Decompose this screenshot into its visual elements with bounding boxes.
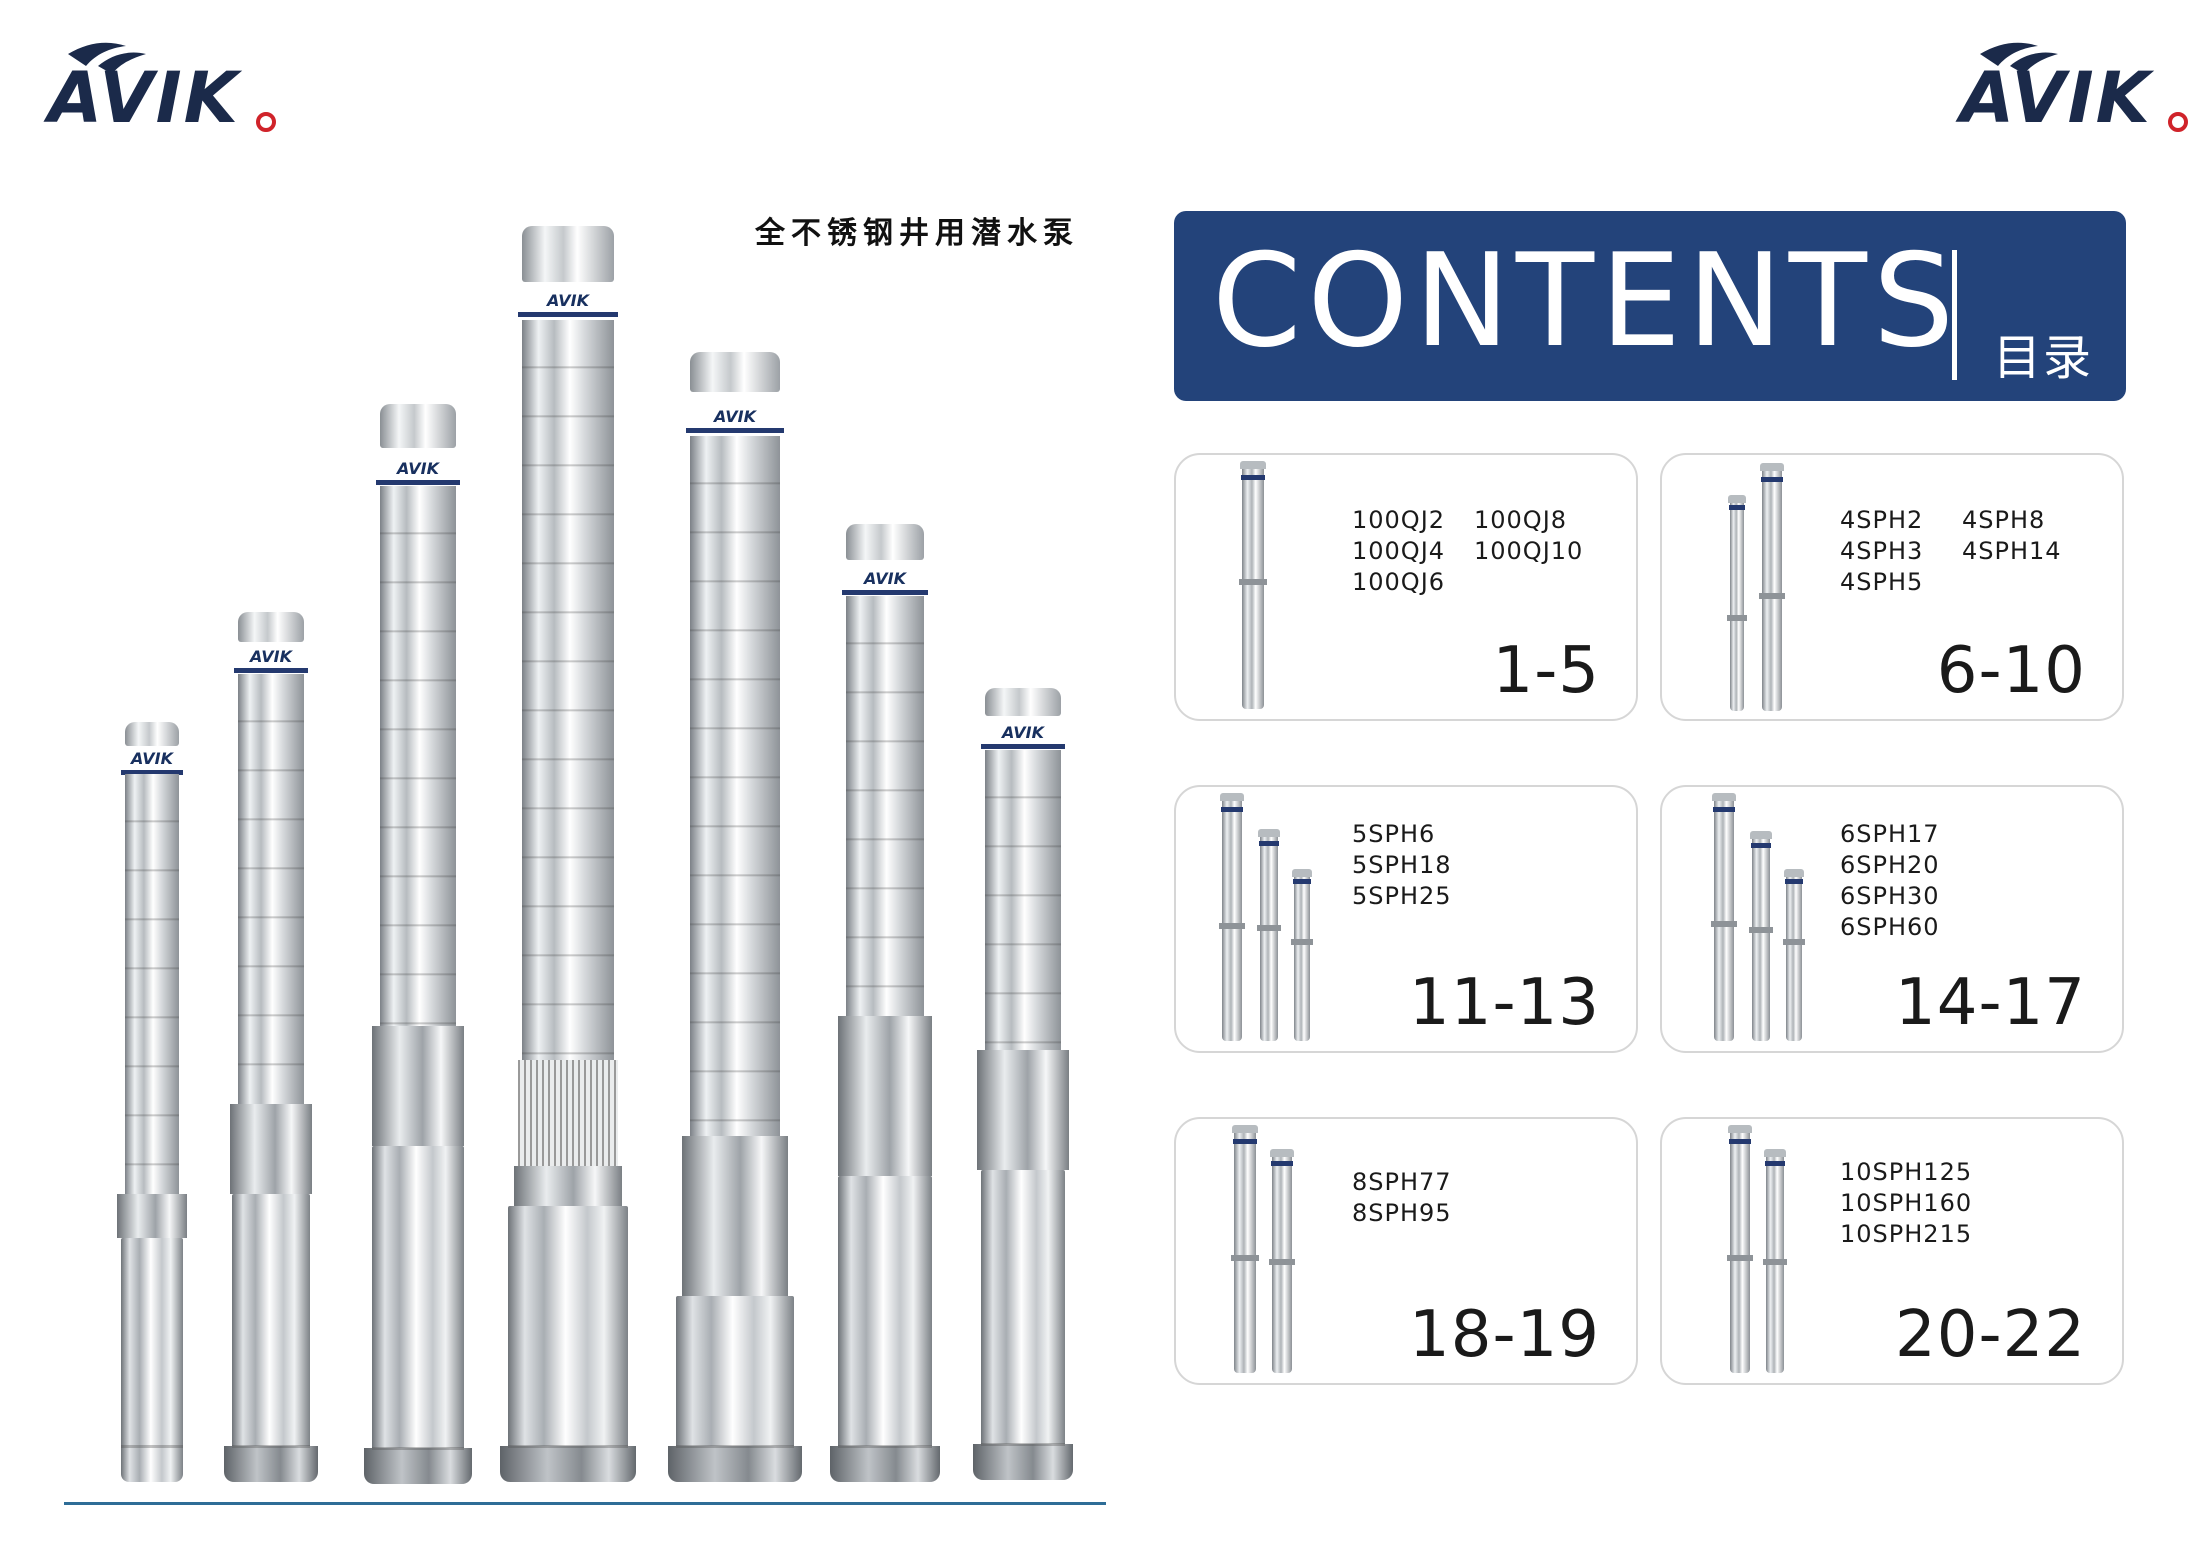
model-list: 6SPH17 6SPH20 6SPH30 6SPH60	[1840, 820, 1940, 941]
pump-thumbnail	[1231, 1125, 1259, 1373]
product-title: 全不锈钢井用潜水泵	[755, 216, 1079, 251]
pump-label: AVIK	[518, 292, 618, 317]
contents-card-3[interactable]: 5SPH6 5SPH18 5SPH25 11-13	[1174, 785, 1638, 1053]
model-list-col2: 100QJ8 100QJ10	[1474, 506, 1584, 565]
svg-text:AVIK: AVIK	[43, 57, 243, 136]
model-list: 4SPH2 4SPH3 4SPH5	[1840, 506, 1924, 596]
avik-logo-left: AVIK	[38, 36, 278, 139]
banner-separator	[1952, 250, 1957, 380]
model-list: 8SPH77 8SPH95	[1352, 1168, 1452, 1227]
pump-image-6: AVIK	[830, 524, 940, 1482]
pump-label: AVIK	[686, 408, 784, 433]
avik-logo-icon: AVIK	[43, 42, 276, 139]
avik-logo-right: AVIK	[1950, 36, 2190, 139]
model-list: 5SPH6 5SPH18 5SPH25	[1352, 820, 1452, 910]
pump-thumbnail	[1239, 461, 1267, 709]
model-list-col2: 4SPH8 4SPH14	[1962, 506, 2062, 565]
pump-label: AVIK	[842, 570, 928, 595]
pump-thumbnail	[1727, 1125, 1753, 1373]
page-range: 14-17	[1895, 966, 2086, 1040]
contents-title: CONTENTS	[1212, 227, 1961, 376]
pump-label: AVIK	[121, 750, 183, 775]
contents-banner	[1174, 211, 2126, 401]
page-range: 20-22	[1895, 1298, 2086, 1372]
pump-image-5: AVIK	[668, 352, 802, 1482]
pump-thumbnail	[1759, 463, 1785, 711]
contents-card-6[interactable]: 10SPH125 10SPH160 10SPH215 20-22	[1660, 1117, 2124, 1385]
pump-thumbnail	[1219, 793, 1245, 1041]
pump-thumbnail	[1783, 869, 1805, 1041]
model-list: 100QJ2 100QJ4 100QJ6	[1352, 506, 1446, 596]
pump-thumbnail	[1727, 495, 1747, 711]
pump-label: AVIK	[376, 460, 460, 485]
svg-text:AVIK: AVIK	[1955, 57, 2155, 136]
pump-thumbnail	[1269, 1149, 1295, 1373]
model-list: 10SPH125 10SPH160 10SPH215	[1840, 1158, 1973, 1248]
pump-thumbnail	[1257, 829, 1281, 1041]
pump-image-4: AVIK	[500, 226, 636, 1482]
pump-label: AVIK	[981, 724, 1065, 749]
avik-logo-icon: AVIK	[1955, 42, 2188, 139]
contents-card-2[interactable]: 4SPH2 4SPH3 4SPH5 4SPH8 4SPH14 6-10	[1660, 453, 2124, 721]
page-range: 6-10	[1936, 634, 2086, 708]
page-range: 1-5	[1492, 634, 1600, 708]
pump-thumbnail	[1711, 793, 1737, 1041]
page-range: 11-13	[1409, 966, 1600, 1040]
divider-line	[64, 1502, 1106, 1505]
contents-card-5[interactable]: 8SPH77 8SPH95 18-19	[1174, 1117, 1638, 1385]
contents-card-4[interactable]: 6SPH17 6SPH20 6SPH30 6SPH60 14-17	[1660, 785, 2124, 1053]
pump-thumbnail	[1749, 831, 1773, 1041]
contents-subtitle: 目录	[1993, 330, 2094, 386]
pump-thumbnail	[1763, 1149, 1787, 1373]
pump-thumbnail	[1291, 869, 1313, 1041]
pump-image-3: AVIK	[364, 404, 472, 1484]
pump-image-2: AVIK	[224, 612, 318, 1482]
contents-card-1[interactable]: 100QJ2 100QJ4 100QJ6 100QJ8 100QJ10 1-5	[1174, 453, 1638, 721]
pump-label: AVIK	[234, 648, 308, 673]
pump-image-1: AVIK	[117, 722, 187, 1482]
pump-image-7: AVIK	[973, 688, 1073, 1480]
page-range: 18-19	[1409, 1298, 1600, 1372]
